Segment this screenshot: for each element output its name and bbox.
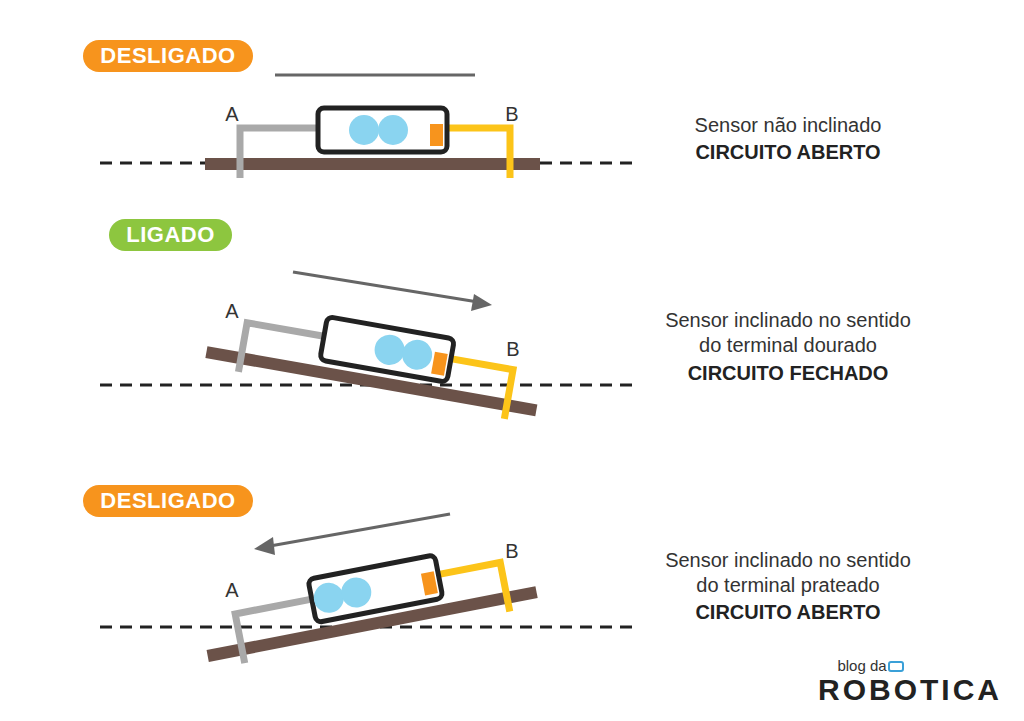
circuit-state: CIRCUITO ABERTO bbox=[695, 140, 880, 165]
terminal-label: A bbox=[225, 299, 238, 324]
terminal-label: B bbox=[506, 337, 519, 362]
terminal-label: A bbox=[225, 578, 238, 603]
description-text: Sensor não inclinado bbox=[638, 113, 938, 138]
circuit-state: CIRCUITO ABERTO bbox=[695, 600, 880, 625]
logo-text: blog da bbox=[837, 657, 886, 676]
circuit-state: CIRCUITO FECHADO bbox=[688, 361, 889, 386]
description-text: Sensor inclinado no sentido do terminal … bbox=[654, 308, 922, 358]
terminal-label: A bbox=[225, 102, 238, 127]
logo-text: ROBOTICA bbox=[818, 671, 1002, 709]
state-text: LIGADO bbox=[126, 222, 215, 248]
terminal-label: B bbox=[505, 102, 518, 127]
state-text: DESLIGADO bbox=[100, 43, 235, 69]
description-text: Sensor inclinado no sentido do terminal … bbox=[654, 548, 922, 598]
state-text: DESLIGADO bbox=[100, 488, 235, 514]
state-badge: LIGADO bbox=[109, 219, 232, 251]
terminal-label: B bbox=[505, 539, 518, 564]
state-badge: DESLIGADO bbox=[83, 40, 253, 72]
state-badge: DESLIGADO bbox=[83, 485, 253, 517]
